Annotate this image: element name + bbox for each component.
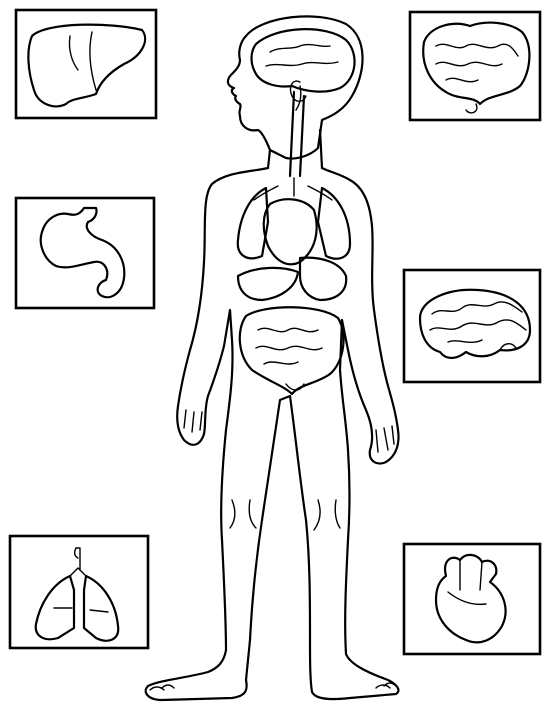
card-intestines[interactable] — [410, 12, 540, 120]
card-liver[interactable] — [16, 10, 156, 118]
card-brain[interactable] — [404, 270, 540, 382]
left-hand-fingers — [184, 410, 202, 432]
card-lungs[interactable] — [10, 536, 148, 648]
toes-right — [376, 683, 396, 688]
knee-right — [314, 500, 320, 530]
body-heart — [264, 199, 317, 264]
body-liver — [238, 268, 298, 300]
toes-left — [150, 685, 174, 690]
card-heart[interactable] — [404, 544, 540, 654]
torso-outline — [146, 168, 399, 700]
body-lung-right — [318, 188, 350, 259]
body-intestines — [240, 307, 344, 394]
right-hand-fingers — [376, 426, 394, 452]
body-intestine-loops — [256, 328, 322, 390]
knee-left — [230, 500, 235, 528]
neck-left — [268, 150, 270, 168]
knee-left-2 — [249, 500, 256, 528]
body-spinal-cord — [290, 92, 304, 176]
card-stomach[interactable] — [16, 198, 154, 308]
body-figure — [146, 16, 399, 700]
neck-right — [320, 130, 322, 168]
body-brain — [252, 29, 355, 91]
knee-right-2 — [335, 500, 340, 528]
body-stomach — [300, 258, 346, 300]
